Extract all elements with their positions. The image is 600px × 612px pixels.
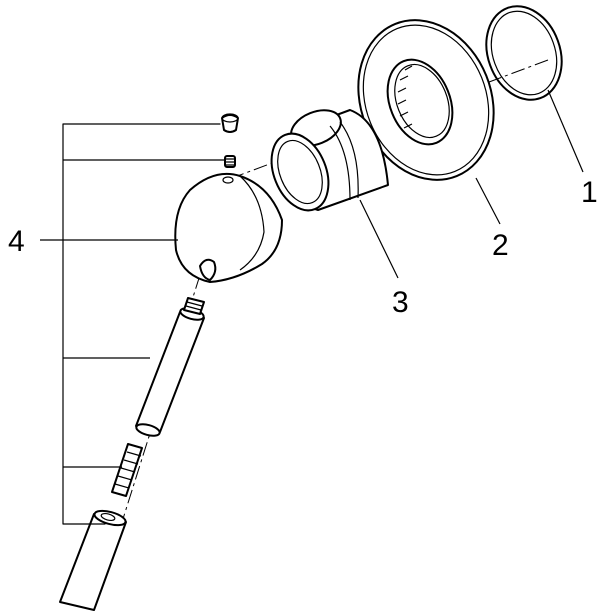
callout-3: 3 [392, 286, 409, 319]
part-2-rosette [357, 19, 495, 181]
part-3-sleeve [270, 109, 389, 212]
callout-2: 2 [492, 229, 509, 262]
lever-rod [135, 307, 205, 437]
callout-1: 1 [581, 176, 598, 209]
rod-thread-tip [183, 297, 205, 315]
threaded-connector [111, 443, 143, 497]
grub-screw [224, 155, 236, 168]
leader-lines [40, 89, 584, 279]
cap-screw [221, 113, 239, 133]
lever-grip [59, 509, 127, 611]
part-1-seal-ring [485, 5, 563, 101]
part-4-handle-body [174, 172, 283, 283]
callout-4: 4 [8, 225, 25, 258]
part-4-bracket [62, 123, 225, 525]
